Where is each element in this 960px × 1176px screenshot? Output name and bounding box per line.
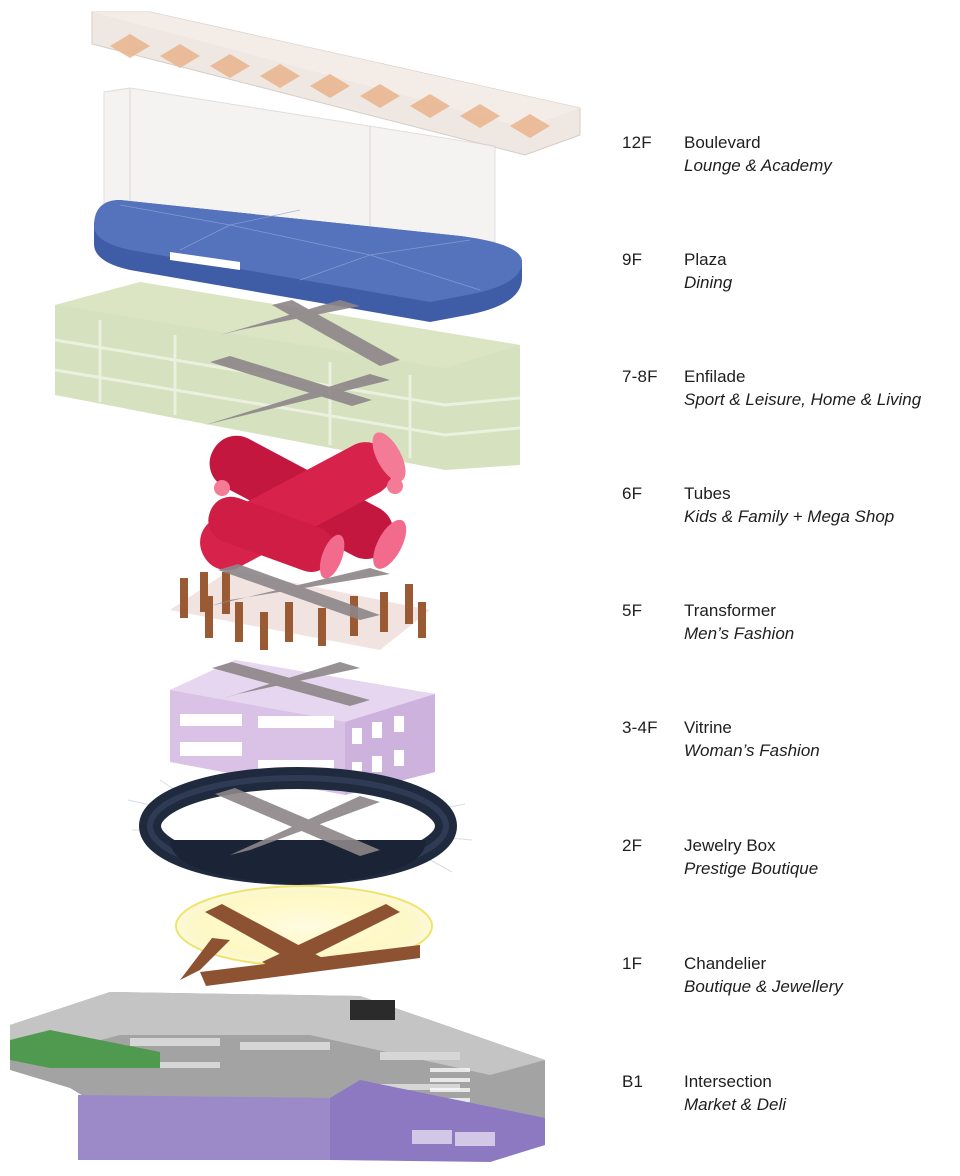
floor-use: Market & Deli xyxy=(684,1095,787,1114)
legend-row-6f: 6F Tubes Kids & Family + Mega Shop xyxy=(622,484,958,536)
floor-code: 12F xyxy=(622,133,652,152)
legend-row-1f: 1F Chandelier Boutique & Jewellery xyxy=(622,954,958,1006)
floor-use: Prestige Boutique xyxy=(684,859,819,878)
floor-1f-chandelier xyxy=(175,885,433,986)
floor-use: Men’s Fashion xyxy=(684,624,795,643)
legend-row-12f: 12F Boulevard Lounge & Academy xyxy=(622,133,958,185)
floor-name: Vitrine xyxy=(684,718,732,737)
floor-code: 3-4F xyxy=(622,718,658,737)
floor-6f-tubes xyxy=(200,432,407,579)
floor-name: Tubes xyxy=(684,484,731,503)
floor-code: 5F xyxy=(622,601,643,620)
floor-code: B1 xyxy=(622,1072,644,1091)
floor-code: 2F xyxy=(622,836,643,855)
floor-9f-plaza xyxy=(94,200,522,322)
floor-name: Transformer xyxy=(684,601,776,620)
floor-b1-intersection xyxy=(10,992,545,1162)
legend-row-2f: 2F Jewelry Box Prestige Boutique xyxy=(622,836,958,888)
floor-legend: 12F Boulevard Lounge & Academy 9F Plaza … xyxy=(622,0,960,1176)
floor-use: Woman’s Fashion xyxy=(684,741,820,760)
floor-use: Boutique & Jewellery xyxy=(684,977,843,996)
floor-use: Lounge & Academy xyxy=(684,156,832,175)
exploded-axonometric-diagram xyxy=(10,11,581,1162)
floor-12f-boulevard xyxy=(91,11,581,243)
legend-row-9f: 9F Plaza Dining xyxy=(622,250,958,302)
legend-row-7-8f: 7-8F Enfilade Sport & Leisure, Home & Li… xyxy=(622,367,958,419)
floor-5f-transformer xyxy=(170,570,430,650)
floor-code: 7-8F xyxy=(622,367,658,386)
legend-row-b1: B1 Intersection Market & Deli xyxy=(622,1072,958,1124)
floor-use: Kids & Family + Mega Shop xyxy=(684,507,895,526)
floor-name: Plaza xyxy=(684,250,727,269)
floor-code: 1F xyxy=(622,954,643,973)
floor-3-4f-vitrine xyxy=(170,660,435,795)
floor-use: Sport & Leisure, Home & Living xyxy=(684,390,922,409)
floor-use: Dining xyxy=(684,273,733,292)
floor-name: Boulevard xyxy=(684,133,761,152)
floor-name: Jewelry Box xyxy=(684,836,776,855)
floor-name: Enfilade xyxy=(684,367,746,386)
floor-name: Chandelier xyxy=(684,954,767,973)
legend-row-5f: 5F Transformer Men’s Fashion xyxy=(622,601,958,653)
floor-code: 9F xyxy=(622,250,643,269)
legend-row-3-4f: 3-4F Vitrine Woman’s Fashion xyxy=(622,718,958,770)
floor-name: Intersection xyxy=(684,1072,772,1091)
floor-code: 6F xyxy=(622,484,643,503)
